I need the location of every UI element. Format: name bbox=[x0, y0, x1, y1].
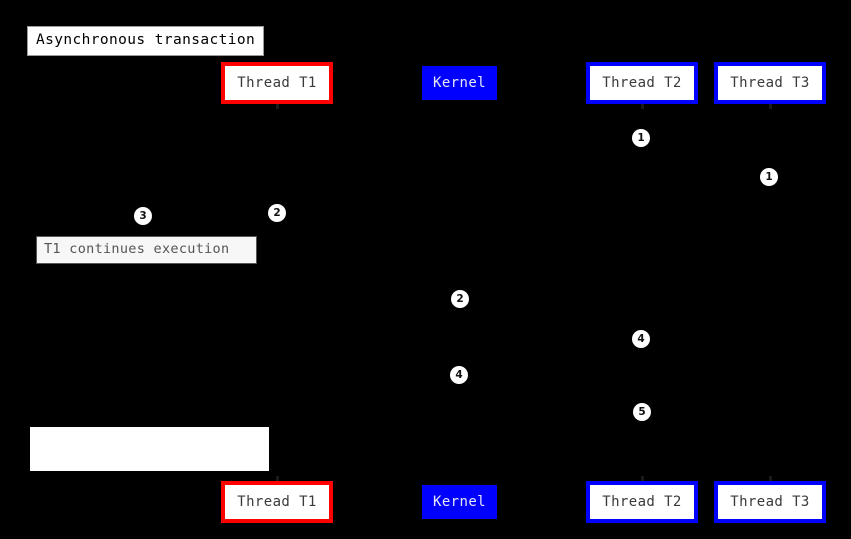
lifeline-bottom-thread-t2[interactable]: Thread T2 bbox=[586, 481, 698, 523]
lifeline-top-kernel[interactable]: Kernel bbox=[422, 66, 497, 100]
sequence-marker: 2 bbox=[451, 290, 469, 308]
sequence-marker: 5 bbox=[633, 403, 651, 421]
lifeline-connector-nub bbox=[276, 476, 279, 481]
sequence-marker: 1 bbox=[760, 168, 778, 186]
sequence-marker: 3 bbox=[134, 207, 152, 225]
lifeline-label: Thread T2 bbox=[602, 75, 682, 91]
lifeline-bottom-kernel[interactable]: Kernel bbox=[422, 485, 497, 519]
lifeline-bottom-thread-t3[interactable]: Thread T3 bbox=[714, 481, 826, 523]
lifeline-top-thread-t2[interactable]: Thread T2 bbox=[586, 62, 698, 104]
lifeline-label: Kernel bbox=[433, 75, 486, 91]
note-box: T1 continues execution bbox=[36, 236, 257, 264]
lifeline-connector-nub bbox=[641, 476, 644, 481]
lifeline-label: Kernel bbox=[433, 494, 486, 510]
blank-note-box bbox=[30, 427, 269, 471]
lifeline-connector-nub bbox=[769, 104, 772, 109]
sequence-marker: 1 bbox=[632, 129, 650, 147]
sequence-marker: 4 bbox=[632, 330, 650, 348]
diagram-title: Asynchronous transaction bbox=[27, 26, 265, 56]
note-text: T1 continues execution bbox=[44, 241, 230, 258]
sequence-marker: 2 bbox=[268, 204, 286, 222]
lifeline-label: Thread T1 bbox=[237, 75, 317, 91]
lifeline-label: Thread T2 bbox=[602, 494, 682, 510]
lifeline-connector-nub bbox=[276, 104, 279, 109]
lifeline-label: Thread T1 bbox=[237, 494, 317, 510]
lifeline-bottom-thread-t1[interactable]: Thread T1 bbox=[221, 481, 333, 523]
lifeline-connector-nub bbox=[641, 104, 644, 109]
lifeline-label: Thread T3 bbox=[730, 75, 810, 91]
lifeline-top-thread-t1[interactable]: Thread T1 bbox=[221, 62, 333, 104]
lifeline-top-thread-t3[interactable]: Thread T3 bbox=[714, 62, 826, 104]
lifeline-label: Thread T3 bbox=[730, 494, 810, 510]
sequence-marker: 4 bbox=[450, 366, 468, 384]
lifeline-connector-nub bbox=[769, 476, 772, 481]
